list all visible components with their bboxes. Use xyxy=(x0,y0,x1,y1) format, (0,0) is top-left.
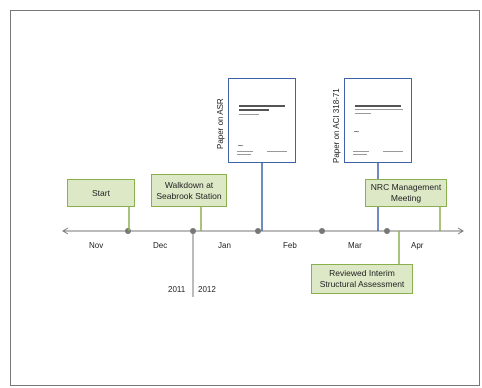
event-walkdown: Walkdown at Seabrook Station xyxy=(151,174,227,207)
year-label-2012: 2012 xyxy=(198,285,216,294)
event-reviewed-assessment: Reviewed Interim Structural Assessment xyxy=(311,264,413,294)
month-label-nov: Nov xyxy=(89,241,104,250)
year-label-2011: 2011 xyxy=(168,285,186,294)
month-dot xyxy=(319,228,325,234)
axis-left-arrow xyxy=(62,227,69,235)
timeline-graphic xyxy=(62,162,464,297)
month-label-feb: Feb xyxy=(283,241,297,250)
paper-aci-thumbnail: ~ xyxy=(344,78,412,163)
month-label-mar: Mar xyxy=(348,241,362,250)
month-dot xyxy=(384,228,390,234)
paper-aci-signature: ~ xyxy=(353,127,360,136)
month-label-apr: Apr xyxy=(411,241,424,250)
axis-right-arrow xyxy=(457,227,464,235)
paper-asr-thumbnail: ~ xyxy=(228,78,296,163)
slide: Start Walkdown at Seabrook Station NRC M… xyxy=(10,10,480,386)
event-nrc-meeting: NRC Management Meeting xyxy=(365,179,447,207)
month-dot xyxy=(125,228,131,234)
month-label-dec: Dec xyxy=(153,241,168,250)
month-label-jan: Jan xyxy=(218,241,231,250)
paper-asr-label: Paper on ASR xyxy=(216,98,225,149)
event-start: Start xyxy=(67,179,135,207)
month-dot xyxy=(255,228,261,234)
paper-asr-signature: ~ xyxy=(237,141,244,150)
paper-aci-label: Paper on ACI 318-71 xyxy=(332,88,341,163)
